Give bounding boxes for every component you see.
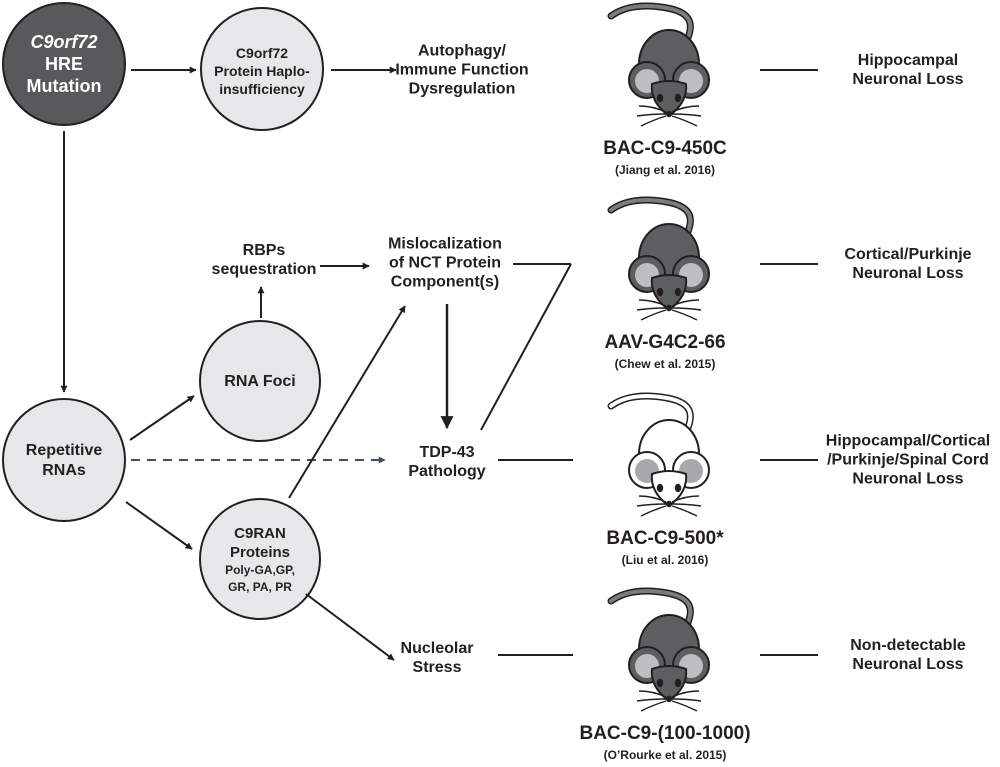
arrow-c9ran-to-nct	[288, 305, 406, 499]
model-reference: (Jiang et al. 2016)	[614, 163, 716, 177]
nucleolar-line2: Stress	[412, 659, 462, 676]
mouse-icon	[607, 392, 710, 517]
nct-line1: Mislocalization	[388, 235, 502, 253]
outcome-text: Hippocampal Neuronal Loss	[852, 51, 963, 89]
rna-foci-node	[199, 320, 321, 442]
nucleolar-line1: Nucleolar	[400, 640, 474, 657]
autophagy-line2: Immune Function	[395, 61, 529, 79]
arrow-c9ran-to-nucleolar	[305, 593, 395, 661]
arrow-repetitive-to-c9ran	[125, 501, 193, 550]
outcome-text: Hippocampal/Cortical /Purkinje/Spinal Co…	[826, 432, 990, 489]
haplo-node	[200, 7, 324, 131]
haplo-line3: insufficiency	[219, 81, 305, 97]
nct-line3: Component(s)	[390, 273, 500, 291]
repetitive-rnas-node	[2, 398, 126, 522]
rbp-text: RBPs sequestration	[212, 241, 317, 279]
outcome-line: Non-detectable	[850, 637, 966, 654]
repetitive-line1: Repetitive	[25, 442, 103, 459]
nct-line2: of NCT Protein	[388, 254, 501, 272]
hre-line3: Mutation	[26, 76, 102, 96]
arrow-repetitive-to-foci	[129, 395, 195, 441]
outcome-line: Hippocampal/Cortical	[825, 432, 991, 450]
outcome-line: /Purkinje/Spinal Cord	[827, 451, 989, 469]
model-reference: (Chew et al. 2015)	[614, 357, 716, 371]
c9ran-line3: Poly-GA,GP,	[225, 563, 295, 577]
rbp-line2: sequestration	[211, 261, 317, 278]
rbp-line1: RBPs	[242, 242, 286, 259]
outcome-line: Neuronal Loss	[852, 470, 964, 488]
autophagy-text: Autophagy/ Immune Function Dysregulation	[395, 42, 528, 99]
hre-line2: HRE	[44, 54, 84, 74]
outcome-line: Cortical/Purkinje	[844, 246, 972, 263]
outcome-text: Cortical/Purkinje Neuronal Loss	[844, 245, 971, 283]
tdp43-text: TDP-43 Pathology	[408, 443, 485, 481]
c9ran-label: C9RAN Proteins Poly-GA,GP, GR, PA, PR	[225, 524, 295, 596]
outcome-text: Non-detectable Neuronal Loss	[850, 636, 966, 674]
haplo-line2: Protein Haplo-	[214, 63, 310, 79]
c9ran-line4: GR, PA, PR	[228, 580, 292, 594]
c9ran-line1: C9RAN	[234, 525, 286, 542]
mouse-icon	[607, 196, 710, 321]
outcome-line: Neuronal Loss	[852, 71, 964, 88]
hre-mutation-node	[2, 2, 126, 126]
model-name: AAV-G4C2-66	[604, 332, 726, 353]
model-reference: (O’Rourke et al. 2015)	[603, 748, 727, 762]
hre-line1: C9orf72	[30, 32, 98, 52]
nct-text: Mislocalization of NCT Protein Component…	[388, 235, 502, 292]
c9ran-node	[199, 498, 321, 620]
repetitive-line2: RNAs	[42, 462, 86, 479]
outcome-line: Neuronal Loss	[852, 265, 964, 282]
line-tdp43-to-model2	[480, 263, 572, 431]
tdp43-line2: Pathology	[408, 463, 486, 480]
model-reference: (Liu et al. 2016)	[621, 553, 709, 567]
haplo-line1: C9orf72	[235, 45, 289, 61]
model-name: BAC-C9-500*	[606, 528, 724, 549]
hre-mutation-label: C9orf72 HRE Mutation	[27, 31, 102, 97]
model-name: BAC-C9-450C	[603, 138, 727, 159]
c9ran-line2: Proteins	[229, 544, 291, 561]
model-name: BAC-C9-(100-1000)	[579, 723, 751, 744]
autophagy-line3: Dysregulation	[408, 80, 516, 98]
haplo-label: C9orf72 Protein Haplo- insufficiency	[214, 44, 310, 98]
nucleolar-text: Nucleolar Stress	[401, 639, 474, 677]
mouse-icon	[607, 2, 710, 127]
tdp43-line1: TDP-43	[419, 444, 475, 461]
outcome-line: Neuronal Loss	[852, 656, 964, 673]
mouse-icon	[607, 587, 710, 712]
autophagy-line1: Autophagy/	[417, 42, 506, 60]
repetitive-rnas-label: Repetitive RNAs	[26, 441, 102, 481]
outcome-line: Hippocampal	[857, 52, 959, 69]
rna-foci-label: RNA Foci	[224, 373, 296, 390]
